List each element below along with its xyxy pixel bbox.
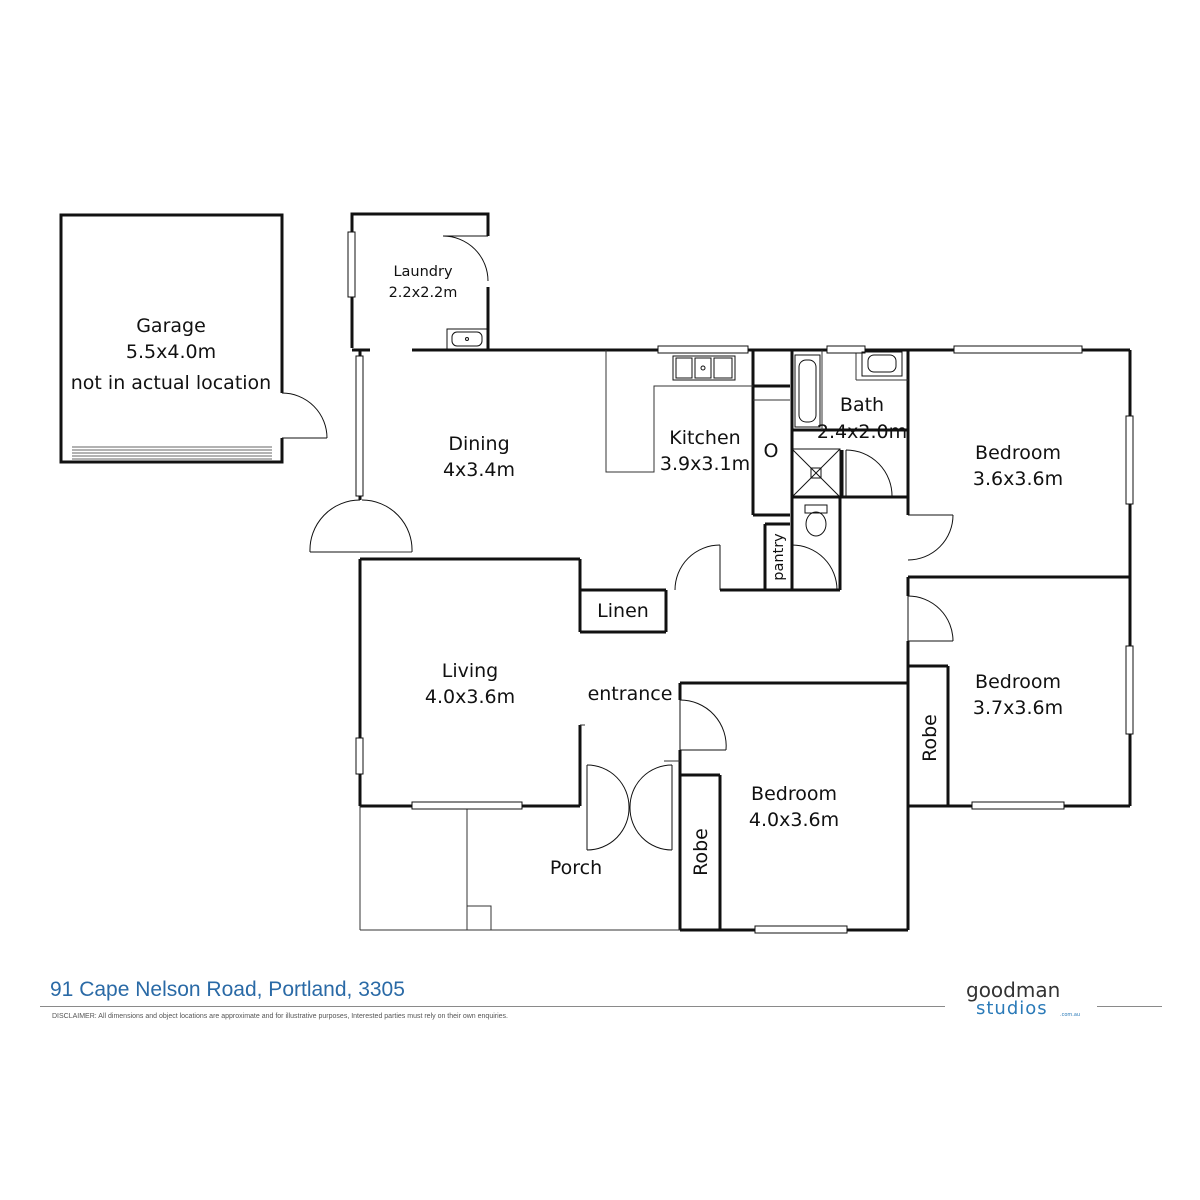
bedroom3-size: 4.0x3.6m — [749, 809, 839, 831]
kitchen-label: Kitchen — [669, 427, 740, 449]
toilet — [804, 504, 828, 537]
dining-label: Dining — [448, 433, 509, 455]
bedroom1-label: Bedroom — [975, 442, 1061, 464]
bedroom1-size: 3.6x3.6m — [973, 468, 1063, 490]
oven-symbol: O — [764, 440, 779, 462]
bedroom3-label: Bedroom — [751, 783, 837, 805]
property-address: 91 Cape Nelson Road, Portland, 3305 — [50, 978, 405, 1001]
laundry-tub — [446, 328, 488, 350]
pantry-label: pantry — [771, 533, 787, 581]
garage-side-door — [280, 392, 328, 439]
garage-label: Garage — [136, 315, 206, 337]
living-size: 4.0x3.6m — [425, 686, 515, 708]
entrance-label: entrance — [588, 683, 673, 705]
bath-basin — [861, 351, 903, 377]
brand-logo-goodman: goodman — [966, 978, 1061, 1002]
garage: Garage 5.5x4.0m not in actual location — [59, 213, 328, 464]
footer-divider — [40, 1006, 945, 1007]
porch-label: Porch — [550, 857, 602, 879]
bath-size: 2.4x2.0m — [817, 421, 907, 443]
bath-label: Bath — [840, 394, 884, 416]
bathtub — [794, 354, 821, 428]
garage-note: not in actual location — [71, 372, 271, 394]
doors — [309, 235, 954, 851]
laundry-label: Laundry — [393, 264, 453, 280]
bedroom2-label: Bedroom — [975, 671, 1061, 693]
brand-logo-domain: .com.au — [1060, 1012, 1081, 1018]
footer-divider-right — [1097, 1006, 1162, 1007]
windows — [347, 231, 1134, 934]
linen-label: Linen — [597, 600, 649, 622]
kitchen-size: 3.9x3.1m — [660, 453, 750, 475]
robe-right-label: Robe — [919, 714, 941, 762]
bedroom2-size: 3.7x3.6m — [973, 697, 1063, 719]
garage-door — [72, 446, 272, 460]
robe-left-label: Robe — [690, 828, 712, 876]
kitchen-sink — [672, 355, 736, 381]
dining-size: 4x3.4m — [443, 459, 515, 481]
laundry-size: 2.2x2.2m — [389, 285, 458, 301]
disclaimer-text: DISCLAIMER: All dimensions and object lo… — [52, 1013, 509, 1020]
brand-logo-studios: studios — [976, 998, 1048, 1019]
thin-walls — [359, 350, 908, 931]
house-walls — [350, 212, 1132, 932]
shower — [791, 448, 841, 498]
garage-size: 5.5x4.0m — [126, 341, 216, 363]
living-label: Living — [442, 660, 499, 682]
